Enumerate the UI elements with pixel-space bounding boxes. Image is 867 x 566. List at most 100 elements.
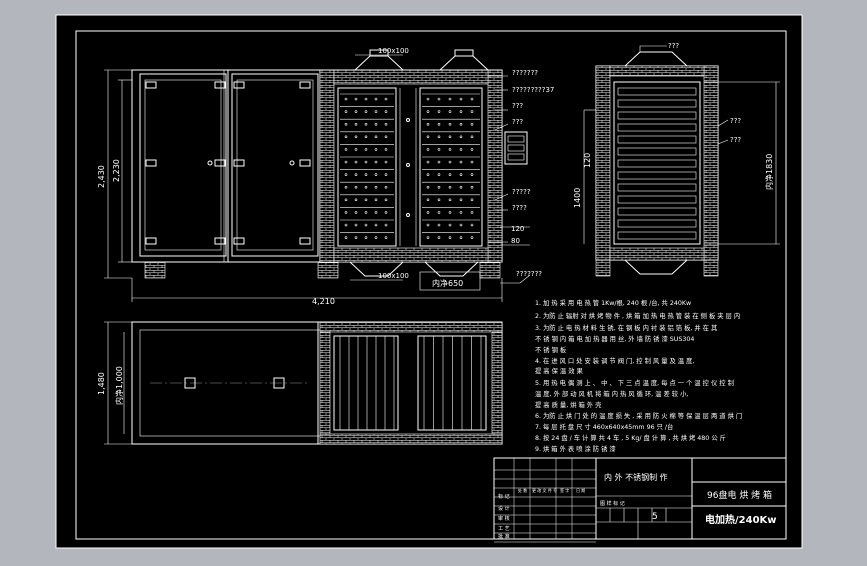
tray-mark [364,173,368,176]
callout-3: ??? [512,102,523,110]
note-line: 温 度, 外 部 动 风 机 将 箱 内 热 风 循 环, 温 差 较 小, [535,389,688,398]
tray-mark [374,122,378,126]
front-view: 100x100 100x100 4,210 2,430 2,230 内净650 … [97,47,554,306]
tray-mark [437,173,441,176]
tray-mark [448,173,452,176]
tray-mark [384,160,388,164]
tray-mark [426,173,430,176]
tray-mark [364,122,368,126]
tray-mark [448,110,452,113]
tray-mark [470,97,474,101]
dim-height-outer: 2,430 [97,165,106,188]
tray-mark [374,135,378,139]
tray-mark [437,211,441,214]
tray-mark [364,160,368,164]
tray-mark [448,97,452,101]
title-small-label: 图 样 标 记 [600,500,625,507]
tray-mark [426,110,430,113]
tray-mark [384,173,388,176]
tray-mark [344,122,348,126]
plan-inner-width: 内净1,000 [114,366,124,405]
note-line: 8. 按 24 盘 / 车 计 算 共 4 车 , 5 Kg/ 盘 计 算 , … [535,433,726,442]
note-line: 5. 用 热 电 偶 测 上 、 中 、 下 三 点 温 度, 每 点 一 个 … [535,378,734,387]
control-box [504,131,528,165]
tray-mark [470,223,474,227]
tray-mark [459,173,463,176]
tray-mark [459,185,463,189]
tray-mark [374,148,378,151]
plan-dim-1480: 1,480 [97,372,106,395]
tray-mark [344,97,348,101]
door-hinges [145,81,311,245]
tray-mark [459,198,463,202]
tb-row-label-4: 工 艺 [498,526,510,532]
side-tray [617,219,697,228]
tb-row-label-1: 标 记 [498,493,510,500]
tray-mark [448,160,452,164]
tray-mark [459,223,463,227]
tray-mark [470,173,474,176]
side-tray [617,135,697,144]
dim-height-inner: 2,230 [112,159,121,182]
tray-mark [364,236,368,239]
tray-mark [354,97,358,101]
dim-bottom: 100x100 [378,272,409,280]
tray-mark [384,223,388,227]
tray-mark [374,160,378,164]
tray-mark [448,148,452,151]
tray-mark [344,185,348,189]
side-tray [617,207,697,216]
title-spec: 电加热/240Kw [705,513,777,526]
note-line: 提 高 保 温 效 果 [535,366,583,375]
note-line: 提 高 质 量, 烘 箱 外 壳 [535,400,602,409]
tray-mark [374,173,378,176]
tray-mark [384,110,388,113]
tray-mark [437,223,441,227]
tray-mark [354,198,358,202]
tray-mark [354,211,358,214]
tb-row-label-3: 审 核 [498,515,510,522]
tray-mark [354,148,358,151]
note-line: 4. 在 进 风 口 处 安 装 调 节 阀 门, 控 制 风 量 及 温 度, [535,356,694,365]
side-tray [617,159,697,168]
dim-120: 120 [511,225,524,233]
plan-rails [339,336,482,430]
tray-mark [448,236,452,239]
note-line: 不 锈 钢 内 箱 电 加 热 器 用 丝, 外 墙 防 锈 漆 SUS304 [535,334,694,343]
tray-mark [437,148,441,151]
tray-mark [384,122,388,126]
tray-mark [344,198,348,202]
dim-width: 4,210 [312,297,335,306]
tray-mark [448,135,452,139]
tray-mark [459,160,463,164]
tray-mark [470,135,474,139]
tray-mark [384,236,388,239]
side-tray [617,99,697,108]
tray-mark [364,211,368,214]
title-material: 内 外 不锈钢制 作 [604,472,668,482]
tray-mark [374,198,378,202]
side-tray [617,147,697,156]
tray-mark [374,236,378,239]
note-line: 6. 为防 止 烘 门 处 的 温 度 损 失 , 采 用 防 火 棉 等 保 … [535,411,742,420]
tray-mark [437,135,441,139]
tray-mark [459,148,463,151]
tray-mark [470,211,474,214]
side-shelves [617,87,697,240]
tb-header-4: 日 期 [576,487,585,493]
side-tray [617,183,697,192]
note-line: 1. 加 热 采 用 电 热 管 1Kw/根, 240 根 /台, 共 240K… [535,298,691,307]
tray-mark [459,135,463,139]
tray-mark [470,110,474,113]
tray-mark [384,148,388,151]
tray-mark [354,185,358,189]
side-tray [617,171,697,180]
title-block: 内 外 不锈钢制 作 96盘电 烘 烤 箱 电加热/240Kw 5 图 样 标 … [493,457,787,543]
tray-mark [437,185,441,189]
side-inner-height: 内净1830 [764,154,774,190]
title-scale: 5 [652,512,658,522]
tray-mark [354,110,358,113]
tray-mark [364,110,368,113]
